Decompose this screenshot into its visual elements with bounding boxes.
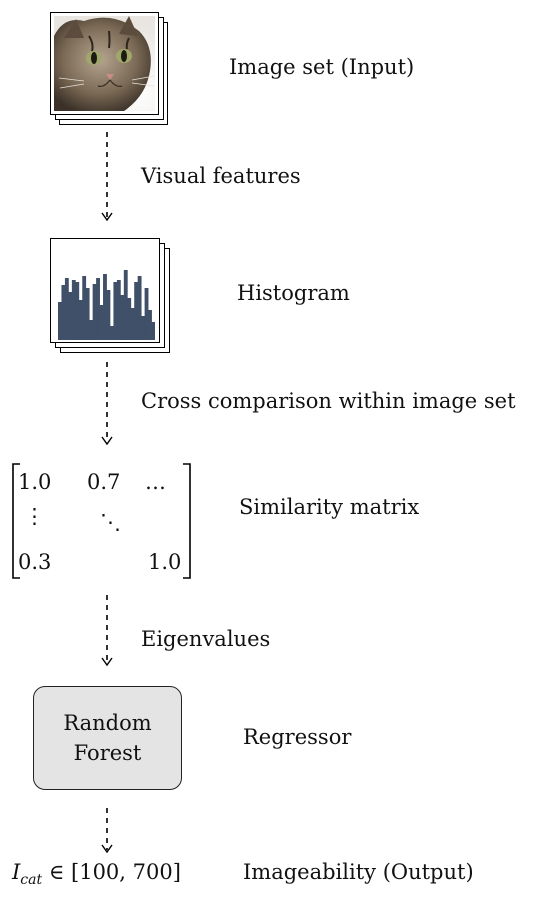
matrix-cell: 1.0 bbox=[18, 470, 52, 494]
histogram-bar bbox=[109, 326, 114, 340]
output-label: Imageability (Output) bbox=[243, 860, 474, 884]
histogram-bar bbox=[75, 282, 80, 340]
histogram-chart bbox=[58, 270, 155, 340]
histogram-bar bbox=[144, 288, 149, 340]
comparison-label: Cross comparison within image set bbox=[141, 389, 516, 413]
histogram-bar bbox=[120, 295, 125, 340]
histogram-bar bbox=[61, 285, 66, 340]
matrix-cell: ⋮ bbox=[24, 504, 45, 528]
histogram-bar bbox=[113, 282, 118, 340]
histogram-bar bbox=[96, 278, 100, 340]
random-forest-box: Random Forest bbox=[33, 686, 182, 790]
histogram-bar bbox=[141, 316, 145, 340]
regressor-box-line1: Random bbox=[63, 711, 152, 735]
histogram-bar bbox=[68, 292, 73, 340]
histogram-bar bbox=[130, 308, 135, 340]
matrix-label: Similarity matrix bbox=[239, 495, 420, 519]
histogram-bar bbox=[89, 320, 94, 340]
cat-image bbox=[54, 16, 155, 111]
eigen-label: Eigenvalues bbox=[141, 627, 271, 651]
similarity-matrix: 1.0 0.7 … ⋮ ⋱ 0.3 1.0 bbox=[10, 462, 195, 580]
formula-variable: I bbox=[12, 860, 21, 884]
histogram-bar bbox=[134, 282, 139, 340]
input-label: Image set (Input) bbox=[229, 55, 415, 79]
matrix-cell: ⋱ bbox=[100, 510, 121, 534]
histogram-bar bbox=[127, 298, 132, 340]
histogram-bar bbox=[82, 276, 87, 340]
matrix-brackets bbox=[12, 463, 191, 579]
histogram-bar bbox=[106, 290, 111, 340]
histogram-bar bbox=[85, 288, 90, 340]
output-formula: Icat ∈ [100, 700] bbox=[12, 860, 181, 888]
arrow-output bbox=[99, 806, 115, 858]
arrow-eigen bbox=[99, 593, 115, 671]
regressor-label: Regressor bbox=[243, 725, 352, 749]
formula-subscript: cat bbox=[20, 872, 43, 889]
formula-range: ∈ [100, 700] bbox=[42, 860, 181, 884]
histogram-bar bbox=[148, 310, 152, 340]
histogram-bar bbox=[116, 280, 121, 340]
features-label: Visual features bbox=[141, 164, 301, 188]
matrix-cell: 1.0 bbox=[148, 550, 182, 574]
histogram-bar bbox=[137, 276, 142, 340]
matrix-cell: … bbox=[145, 470, 166, 494]
histogram-bar bbox=[103, 274, 107, 340]
matrix-cell: 0.3 bbox=[18, 550, 52, 574]
regressor-box-line2: Forest bbox=[73, 741, 142, 765]
histogram-bar bbox=[78, 300, 83, 340]
histogram-bar bbox=[71, 280, 76, 340]
histogram-bar bbox=[123, 270, 128, 340]
histogram-bar bbox=[151, 322, 155, 340]
histogram-bar bbox=[92, 284, 97, 340]
arrow-features bbox=[99, 130, 115, 226]
histogram-label: Histogram bbox=[237, 281, 350, 305]
histogram-bar bbox=[64, 278, 69, 340]
histogram-bar bbox=[99, 305, 104, 340]
arrow-comparison bbox=[99, 360, 115, 450]
matrix-cell: 0.7 bbox=[87, 470, 121, 494]
histogram-bar bbox=[58, 302, 62, 340]
